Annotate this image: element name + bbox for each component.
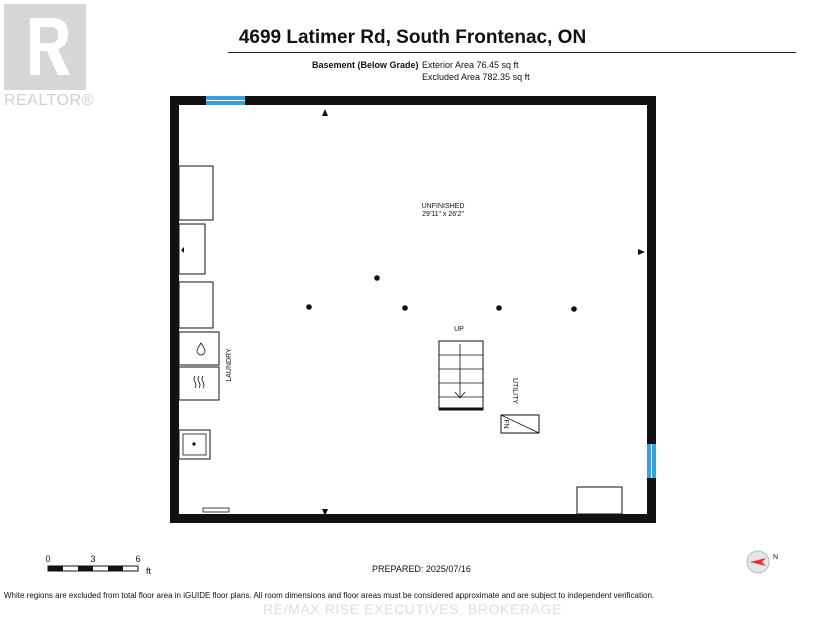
floor-drain [202,507,230,513]
scale-tick-0: 0 [45,554,50,564]
room-name: UNFINISHED [422,203,465,210]
washer [178,331,220,366]
chest-freezer [576,486,623,515]
excluded-area: Excluded Area 782.35 sq ft [422,72,530,82]
compass-label: N [773,554,778,561]
scale-tick-3: 3 [90,554,95,564]
post [374,275,380,281]
stairs [438,340,484,411]
prepared-date: PREPARED: 2025/07/16 [372,564,471,574]
disclaimer: White regions are excluded from total fl… [4,591,655,600]
section-arrow-right [638,249,645,255]
brokerage-watermark: RE/MAX RISE EXECUTIVES, BROKERAGE [262,601,563,617]
realtor-wordmark: REALTOR® [4,92,94,109]
scale-bar: 0 3 6 ft [45,554,152,576]
appliance-upper-arrow [181,247,184,253]
laundry-label: LAUNDRY [226,348,233,382]
stairs-label: UP [454,326,464,333]
realtor-logo [4,4,86,90]
furnace-label: FN [502,419,509,428]
utility-label: UTILITY [511,378,518,404]
exterior-wall [170,96,656,523]
post [306,304,312,310]
floor-label: Basement (Below Grade) [312,60,419,70]
post [496,305,502,311]
header-rule [228,52,796,53]
cabinet [178,165,214,221]
page-title: 4699 Latimer Rd, South Frontenac, ON [238,27,587,48]
cabinet-lower [178,281,214,329]
exterior-area: Exterior Area 76.45 sq ft [422,60,519,70]
post [402,305,408,311]
heat-waves-icon [193,375,205,389]
room-dimensions: 29'11" x 26'2" [422,211,464,218]
compass-icon: N [746,550,778,574]
section-arrow-top [322,109,328,116]
scale-unit: ft [146,566,152,576]
scale-tick-6: 6 [135,554,140,564]
dryer [178,366,220,401]
section-arrow-bottom [322,509,328,516]
post [571,306,577,312]
water-drop-icon [196,342,206,356]
